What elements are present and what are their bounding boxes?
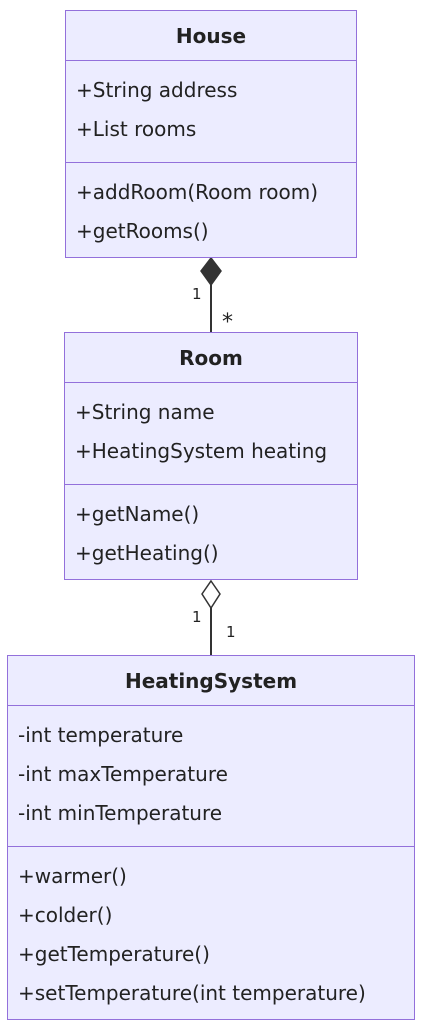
aggregation-diamond <box>201 579 221 610</box>
class-heating-system-methods: +warmer() +colder() +getTemperature() +s… <box>8 847 414 1023</box>
class-heating-system-attribute: -int minTemperature <box>18 801 223 825</box>
class-room-method: +getHeating() <box>75 541 219 565</box>
class-room-name: Room <box>65 333 357 383</box>
class-heating-system-attribute: -int temperature <box>18 723 184 747</box>
class-house-attribute: +List rooms <box>76 117 197 141</box>
class-house: House +String address +List rooms +addRo… <box>65 10 357 258</box>
class-heating-system-name: HeatingSystem <box>8 656 414 706</box>
class-room-attributes: +String name +HeatingSystem heating <box>65 383 357 485</box>
class-house-method: +addRoom(Room room) <box>76 180 319 204</box>
class-heating-system-attributes: -int temperature -int maxTemperature -in… <box>8 706 414 847</box>
class-house-method: +getRooms() <box>76 219 209 243</box>
class-room: Room +String name +HeatingSystem heating… <box>64 332 358 580</box>
class-heating-system-method: +setTemperature(int temperature) <box>18 981 366 1005</box>
composition-multiplicity-house: 1 <box>192 285 202 303</box>
class-house-name: House <box>66 11 356 61</box>
class-room-method: +getName() <box>75 502 200 526</box>
class-room-attribute: +String name <box>75 400 215 424</box>
class-house-attribute: +String address <box>76 78 238 102</box>
class-heating-system-method: +warmer() <box>18 864 127 888</box>
class-room-methods: +getName() +getHeating() <box>65 485 357 583</box>
class-house-attributes: +String address +List rooms <box>66 61 356 163</box>
class-room-attribute: +HeatingSystem heating <box>75 439 328 463</box>
class-heating-system-method: +getTemperature() <box>18 942 210 966</box>
class-heating-system: HeatingSystem -int temperature -int maxT… <box>7 655 415 1020</box>
class-house-methods: +addRoom(Room room) +getRooms() <box>66 163 356 261</box>
class-heating-system-method: +colder() <box>18 903 113 927</box>
composition-multiplicity-room: * <box>222 310 233 335</box>
composition-diamond <box>200 256 222 287</box>
class-heating-system-attribute: -int maxTemperature <box>18 762 228 786</box>
aggregation-multiplicity-heating: 1 <box>226 623 236 641</box>
aggregation-multiplicity-room: 1 <box>192 608 202 626</box>
